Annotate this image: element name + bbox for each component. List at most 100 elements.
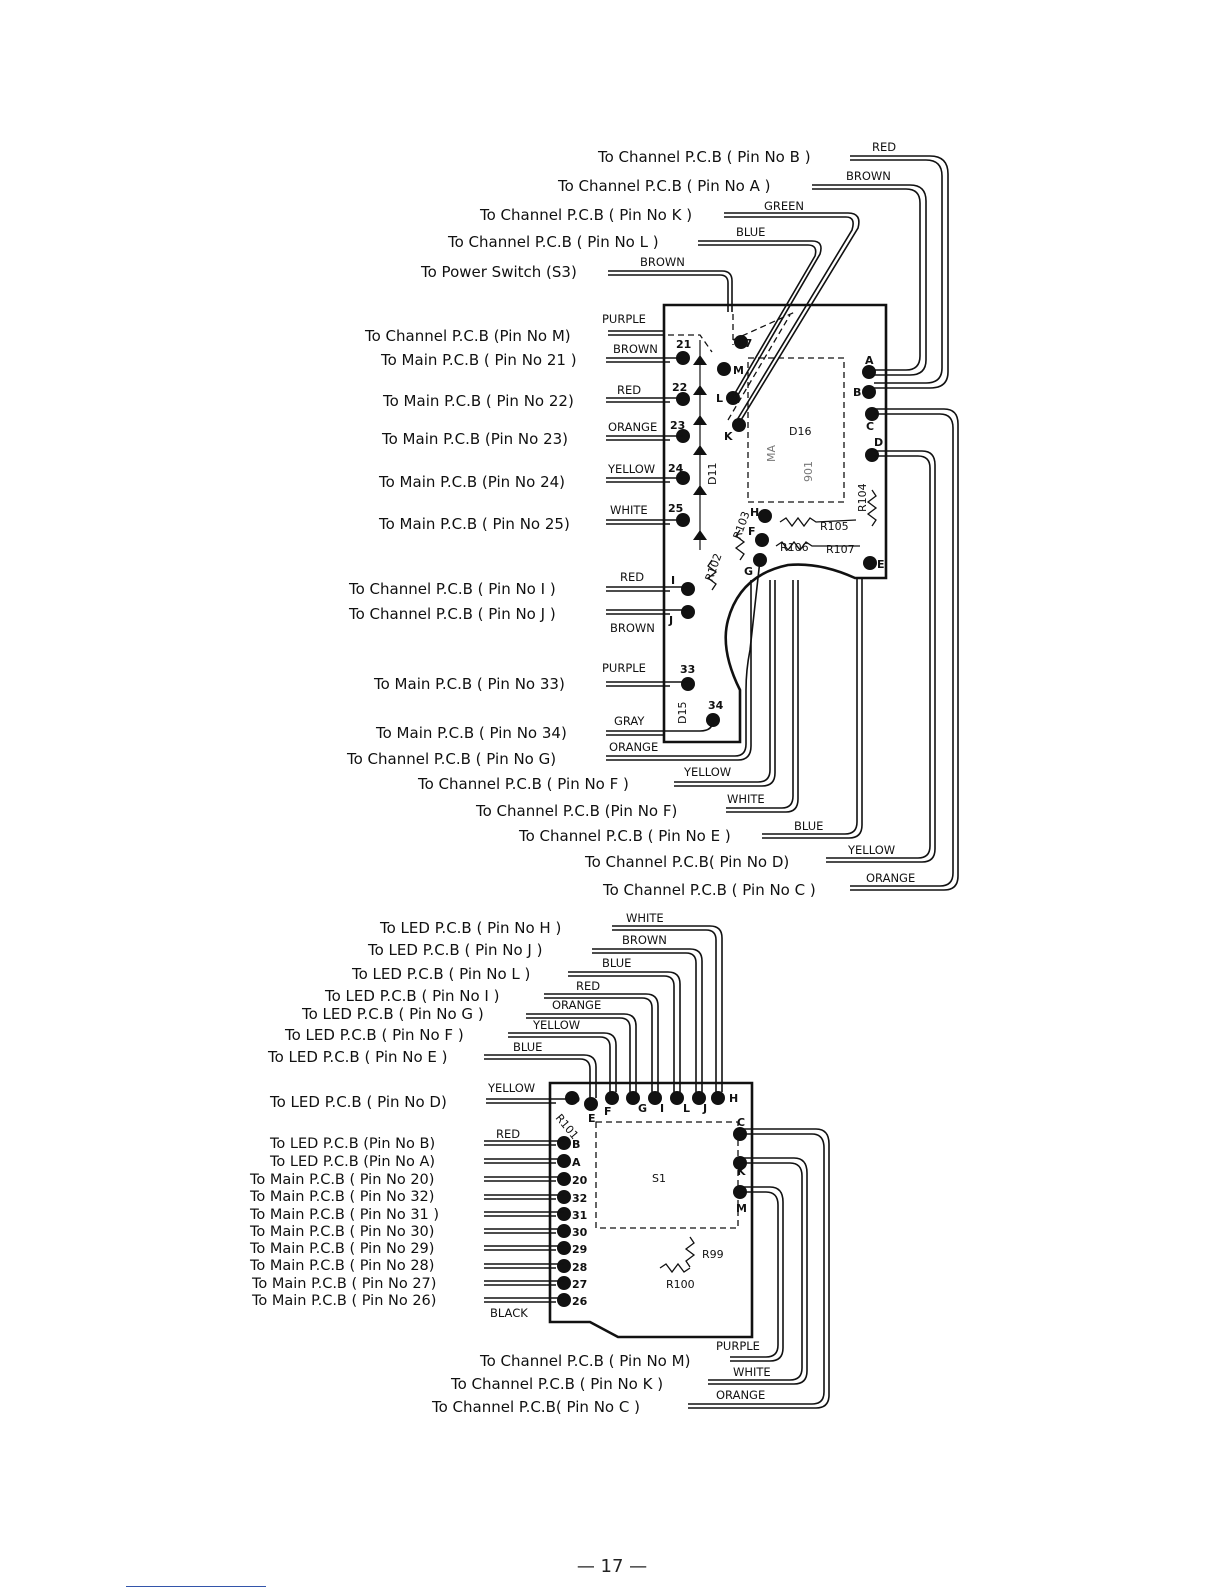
wire-color-label: BROWN [640, 255, 685, 269]
connection-label: To Channel P.C.B ( Pin No E ) [518, 827, 731, 845]
connection-label: To Channel P.C.B ( Pin No K ) [479, 206, 692, 224]
connection-label: To Channel P.C.B ( Pin No A ) [557, 177, 771, 195]
wire-color-label: RED [617, 383, 641, 397]
wire-color-label: RED [620, 570, 644, 584]
connection-label: To Main P.C.B ( Pin No 32) [249, 1189, 434, 1205]
pin-label: 33 [680, 663, 695, 676]
wire-color-label: WHITE [733, 1365, 771, 1379]
connection-label: To LED P.C.B ( Pin No E ) [267, 1048, 448, 1066]
component-label-d16: D16 [789, 425, 811, 438]
top-wires [484, 925, 723, 1104]
bottom-wires [688, 1128, 830, 1409]
wire-color-label: YELLOW [532, 1018, 580, 1032]
wire-color-label: GREEN [764, 199, 804, 213]
component-label-ma: MA [765, 445, 778, 462]
pin-label: 20 [572, 1174, 588, 1187]
connection-label: To LED P.C.B ( Pin No G ) [301, 1005, 484, 1023]
pin-label: G [744, 565, 753, 578]
component-label-d15: D15 [676, 702, 689, 724]
wire-color-label: BROWN [613, 342, 658, 356]
connection-label: To Main P.C.B ( Pin No 33) [373, 675, 565, 693]
pin-label: 17 [737, 337, 752, 350]
connection-label: To Main P.C.B ( Pin No 28) [249, 1258, 434, 1274]
wire-color-label: ORANGE [609, 740, 658, 754]
connection-label: To Channel P.C.B ( Pin No B ) [597, 148, 811, 166]
wire-color-label: PURPLE [602, 312, 646, 326]
wire-color-label: BROWN [846, 169, 891, 183]
led-pcb-board [662, 303, 888, 744]
connection-label: To Channel P.C.B ( Pin No K ) [450, 1375, 663, 1393]
top-connection-labels: To LED P.C.B ( Pin No H ) WHITE To LED P… [267, 911, 667, 1111]
pin-label: E [588, 1112, 596, 1125]
connection-label: To LED P.C.B ( Pin No J ) [367, 941, 542, 959]
wire-color-label: BLUE [794, 819, 823, 833]
wire-color-label: BLUE [736, 225, 765, 239]
pin-labels: D E F G I L J H C K M B A 20 32 31 30 29… [571, 1092, 747, 1308]
pin-label: 34 [708, 699, 724, 712]
wire-color-label: GRAY [614, 714, 645, 728]
connection-label: To Channel P.C.B ( Pin No F ) [417, 775, 629, 793]
component-label-r100: R100 [666, 1278, 695, 1291]
connection-label: To Channel P.C.B ( Pin No L ) [447, 233, 659, 251]
pin-label: I [671, 574, 675, 587]
pin-label: F [748, 525, 756, 538]
top-wires [608, 155, 949, 426]
connection-label: To Channel P.C.B( Pin No D) [584, 853, 789, 871]
connection-label: To Channel P.C.B (Pin No M) [364, 327, 571, 345]
pin-label: I [660, 1102, 664, 1115]
wire-color-label: YELLOW [487, 1081, 535, 1095]
component-label-r105: R105 [820, 520, 849, 533]
connection-label: To Main P.C.B ( Pin No 31 ) [249, 1207, 439, 1223]
component-label-901: 901 [802, 461, 815, 482]
pin-label: J [668, 614, 673, 627]
pin-label: K [724, 430, 733, 443]
pin-label: L [716, 392, 723, 405]
component-label-d11: D11 [706, 463, 719, 485]
pin-label: 31 [572, 1209, 587, 1222]
wire-color-label: BROWN [622, 933, 667, 947]
left-connection-labels: To LED P.C.B (Pin No B) RED To LED P.C.B… [249, 1127, 528, 1320]
pin-label: 28 [572, 1261, 587, 1274]
top-connection-labels: To Channel P.C.B ( Pin No B ) RED To Cha… [420, 140, 896, 281]
pin-label: C [737, 1116, 745, 1129]
connection-label: To Main P.C.B ( Pin No 30) [249, 1224, 434, 1240]
connection-label: To LED P.C.B (Pin No A) [269, 1154, 435, 1170]
wire-color-label: BROWN [610, 621, 655, 635]
wire-color-label: ORANGE [716, 1388, 765, 1402]
pin-label: A [572, 1156, 581, 1169]
diode-array [693, 340, 707, 550]
connection-label: To Main P.C.B (Pin No 23) [381, 430, 568, 448]
pin-label: A [865, 354, 874, 367]
bottom-connection-labels: To Channel P.C.B ( Pin No M) PURPLE To C… [431, 1339, 771, 1416]
connection-label: To Main P.C.B ( Pin No 29) [249, 1241, 434, 1257]
pin-label: H [729, 1092, 738, 1105]
connection-label: To Channel P.C.B ( Pin No J ) [348, 605, 556, 623]
pin-label: C [866, 420, 874, 433]
pin-label: 22 [672, 381, 687, 394]
resistor-symbols [659, 1236, 696, 1274]
pin-label: 21 [676, 338, 691, 351]
connection-label: To Channel P.C.B( Pin No C ) [431, 1398, 640, 1416]
wire-color-label: WHITE [727, 792, 765, 806]
connection-label: To Main P.C.B ( Pin No 20) [249, 1172, 434, 1188]
wire-color-label: BLUE [602, 956, 631, 970]
connection-label: To Channel P.C.B ( Pin No I ) [348, 580, 556, 598]
wire-color-label: YELLOW [683, 765, 731, 779]
connection-label: To Channel P.C.B (Pin No F) [475, 802, 677, 820]
pin-label: M [736, 1202, 747, 1215]
connection-label: To Main P.C.B ( Pin No 27) [251, 1276, 436, 1292]
component-label-r104: R104 [856, 483, 869, 512]
connection-label: To Channel P.C.B ( Pin No M) [479, 1352, 690, 1370]
connection-label: To Main P.C.B (Pin No 24) [378, 473, 565, 491]
pin-label: 32 [572, 1192, 587, 1205]
connection-label: To Main P.C.B ( Pin No 34) [375, 724, 567, 742]
wire-color-label: ORANGE [552, 998, 601, 1012]
wire-color-label: YELLOW [847, 843, 895, 857]
component-label-r106: R106 [780, 541, 809, 554]
wire-color-label: RED [576, 979, 600, 993]
switch-pcb-wiring-diagram: D E F G I L J H C K M B A 20 32 31 30 29… [249, 911, 830, 1416]
pin-label: B [853, 386, 861, 399]
wire-color-label: BLUE [513, 1040, 542, 1054]
pin-label: D [571, 1093, 580, 1106]
